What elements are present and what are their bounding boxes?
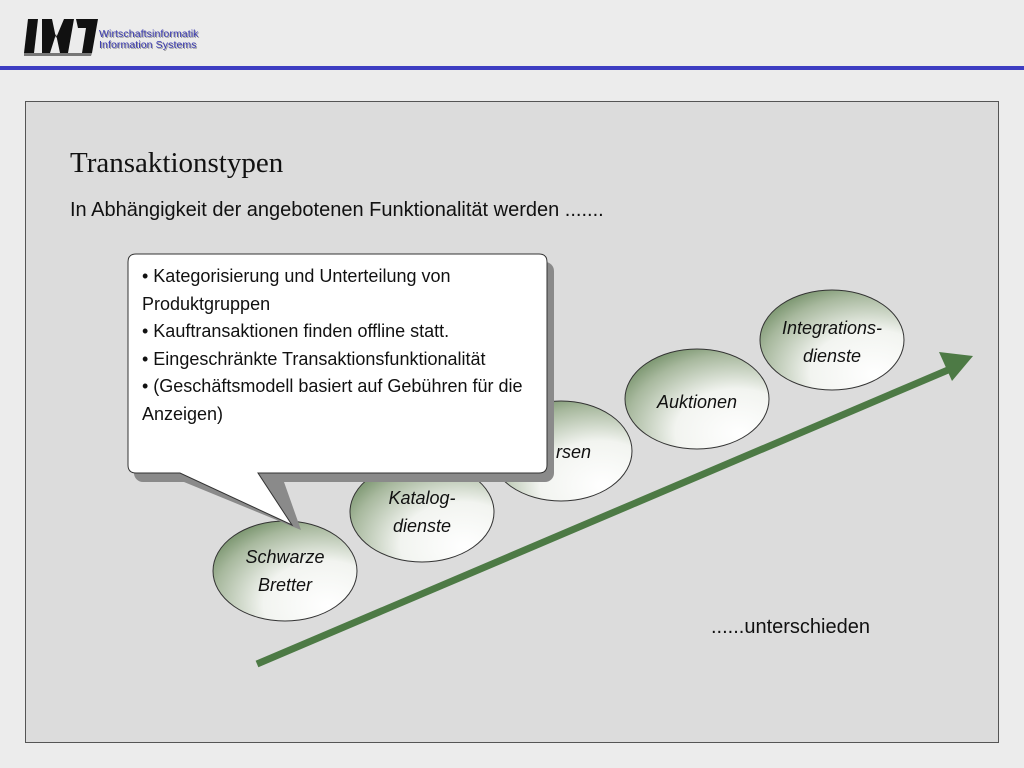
stage-label-2: Katalog- dienste — [388, 488, 456, 536]
header-bar: Wirtschaftsinformatik Information System… — [0, 0, 1024, 66]
slide-subtitle: In Abhängigkeit der angebotenen Funktion… — [70, 199, 604, 221]
logo-text: Wirtschaftsinformatik Information System… — [99, 29, 199, 51]
callout-bullet-2: • Kauftransaktionen finden offline statt… — [142, 321, 450, 341]
oval-auktionen — [624, 348, 770, 450]
closing-text: ......unterschieden — [711, 616, 870, 638]
slide-title: Transaktionstypen — [70, 147, 284, 179]
callout-bubble — [127, 253, 554, 530]
stage-label-4: Auktionen — [656, 392, 738, 412]
logo-line-1: Wirtschaftsinformatik — [99, 28, 199, 40]
callout-bullet-1: • Kategorisierung und Unterteilung von P… — [142, 266, 451, 314]
stage-label-5: Integrations- dienste — [781, 318, 883, 366]
callout-bullet-3: • Eingeschränkte Transaktionsfunktionali… — [142, 348, 486, 369]
oval-integrationsdienste — [759, 289, 905, 391]
stage-label-1: Schwarze Bretter — [245, 547, 325, 595]
header-rule — [0, 66, 1024, 70]
growth-arrow — [255, 352, 973, 668]
callout-bullet-4: • (Geschäftsmodell basiert auf Gebühren … — [142, 376, 523, 424]
logo-line-2: Information Systems — [99, 39, 197, 51]
callout-text: • Kategorisierung und Unterteilung von P… — [142, 263, 547, 428]
iwi-logo-icon — [24, 19, 98, 56]
stage-label-3: rsen — [556, 442, 592, 462]
